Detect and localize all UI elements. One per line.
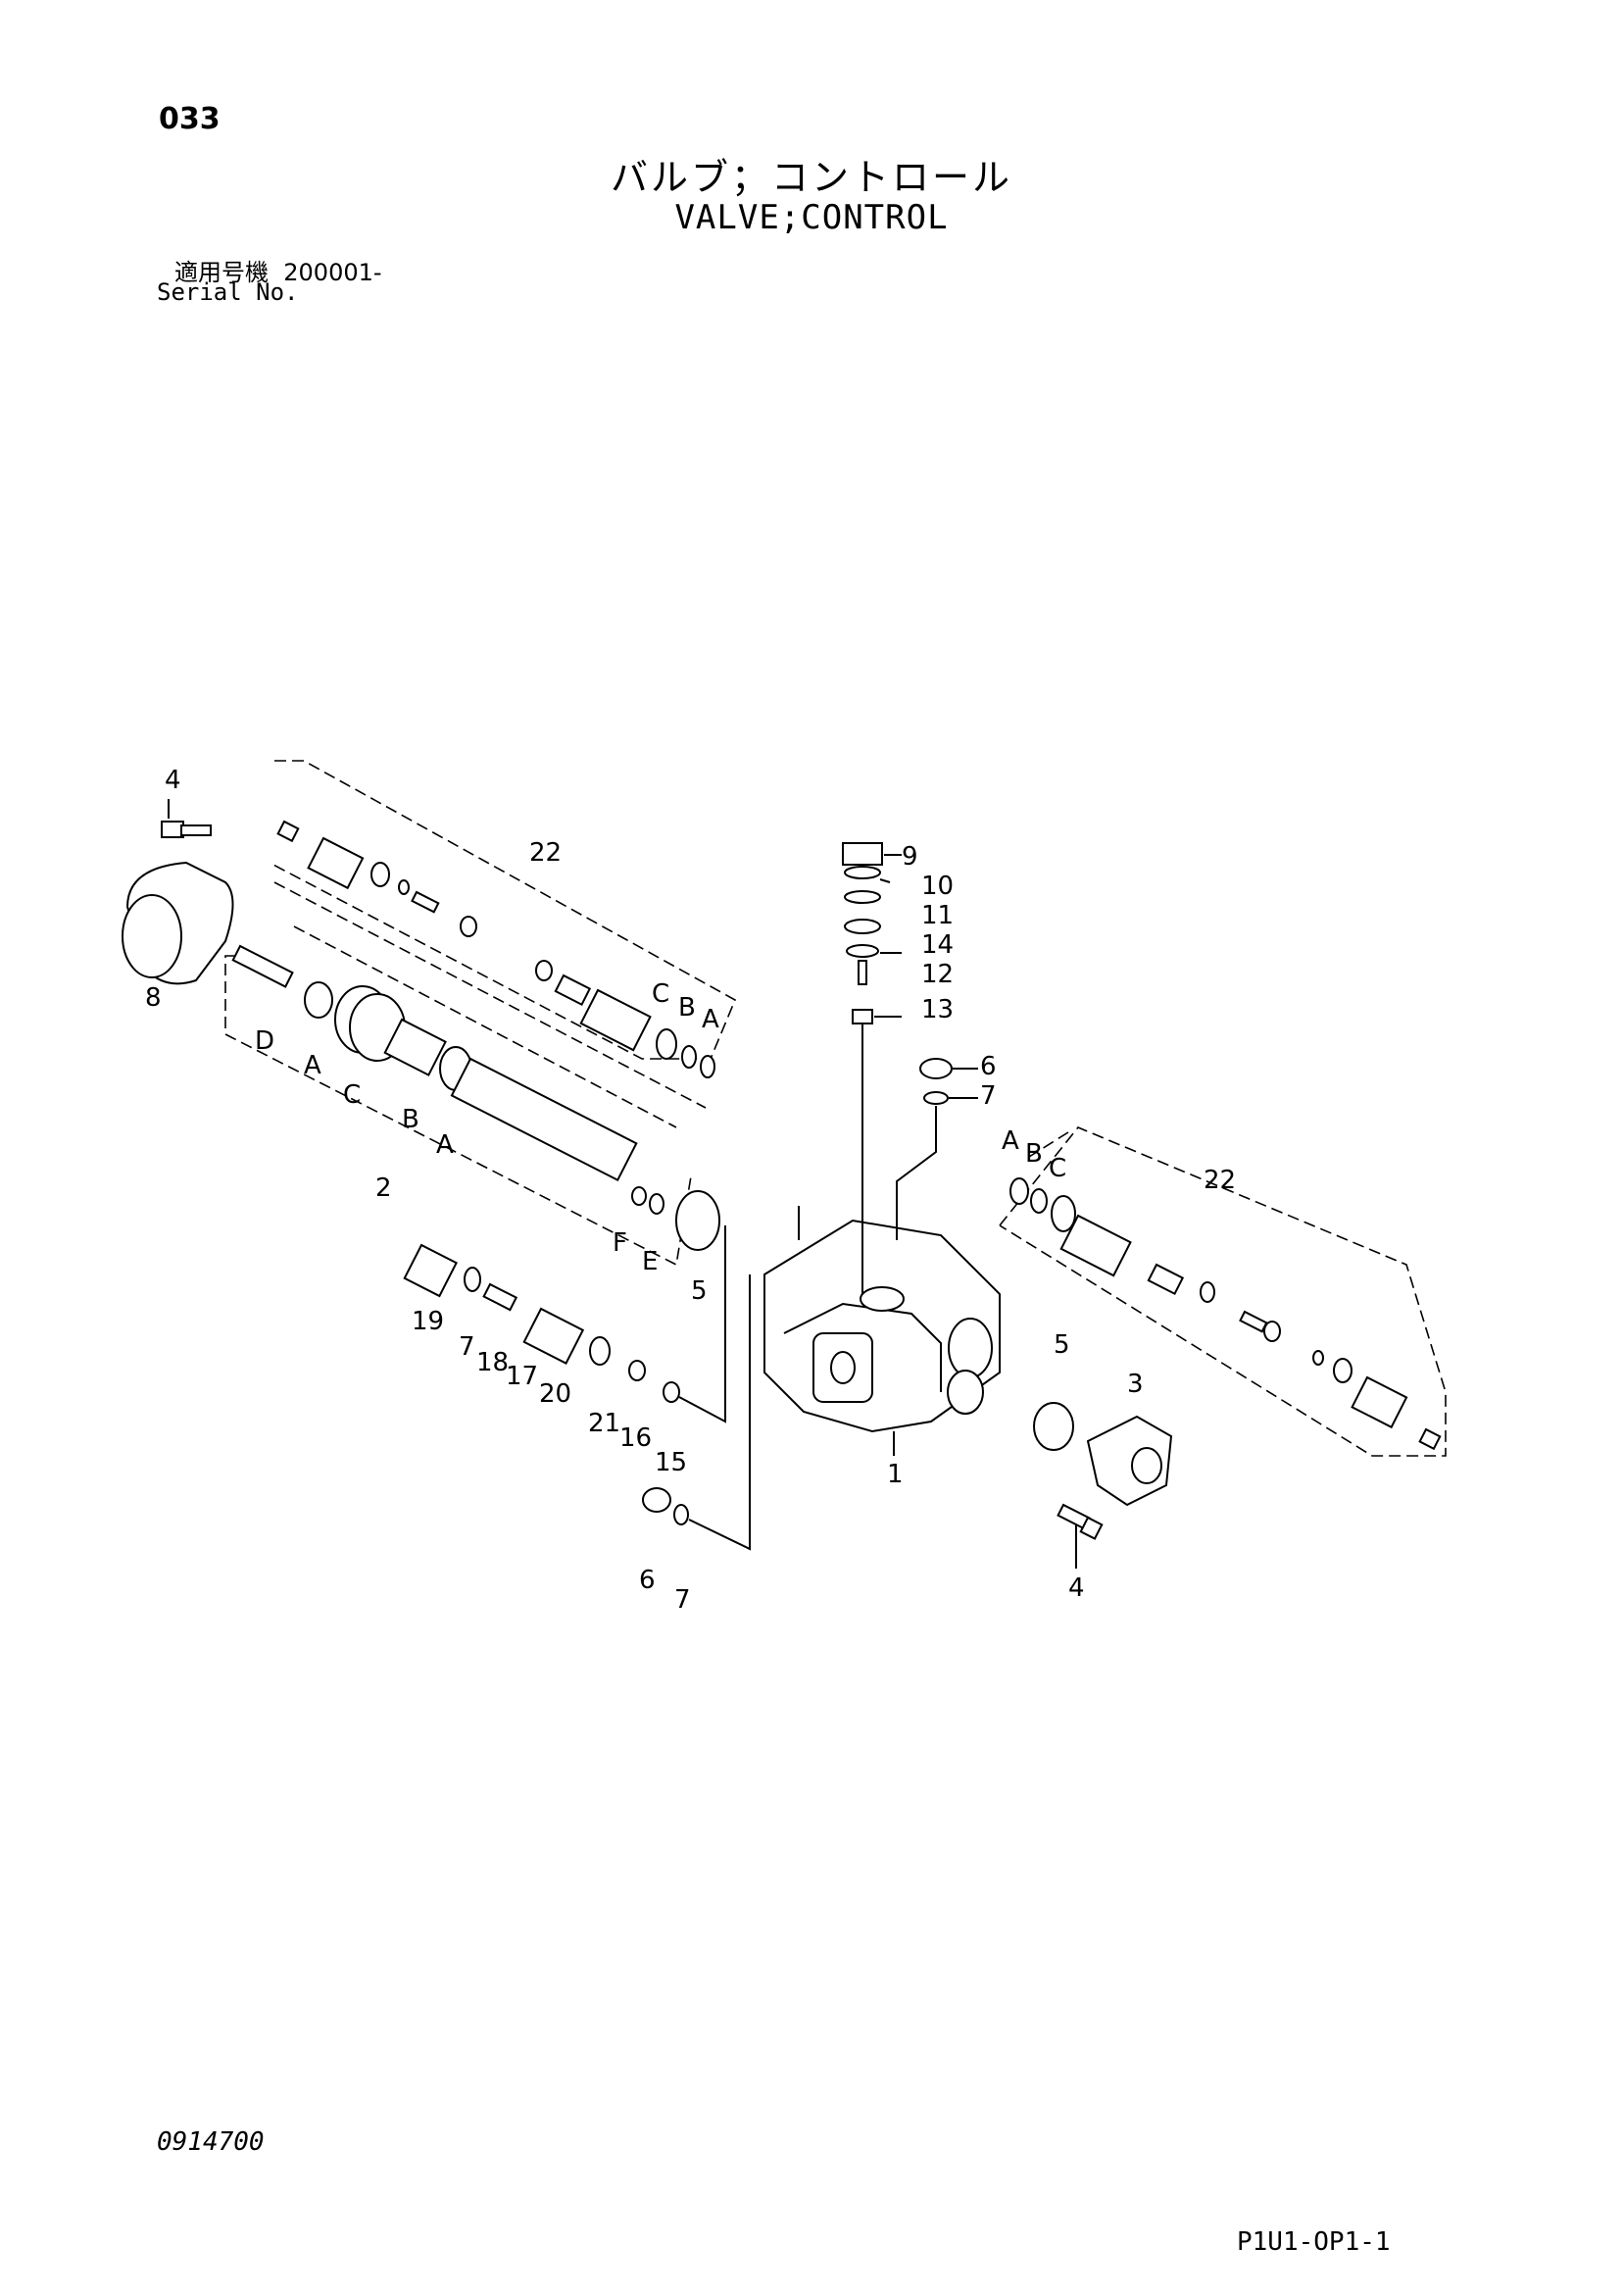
serial-label-english: Serial No.	[157, 278, 299, 306]
part-22-relief-valve-right	[1009, 1177, 1442, 1451]
title-japanese: バルブ；コントロール	[610, 156, 1012, 199]
callout-2: 2	[375, 1173, 392, 1203]
part-9-13-plug-stack	[842, 842, 883, 1294]
callout-7-mid: 7	[459, 1332, 475, 1362]
callout-B-3: B	[1025, 1139, 1043, 1169]
callout-C-2: C	[652, 979, 669, 1009]
callout-22-left: 22	[529, 838, 562, 868]
callout-7-upper: 7	[980, 1081, 997, 1111]
serial-row: 適用号機 200001-	[174, 253, 382, 287]
callout-9: 9	[902, 842, 918, 872]
title-english: VALVE;CONTROL	[674, 198, 949, 237]
callout-21: 21	[588, 1409, 620, 1438]
callout-7-lower: 7	[674, 1585, 691, 1615]
group-22-right-tick	[1028, 1131, 1069, 1158]
callout-19: 19	[412, 1307, 444, 1336]
part-1-valve-body	[763, 1206, 1001, 1433]
group-2-inner-line	[293, 925, 677, 1128]
callout-C-1: C	[343, 1080, 361, 1110]
callout-B-2: B	[678, 993, 696, 1023]
callout-12: 12	[921, 960, 954, 989]
callout-14: 14	[921, 930, 954, 960]
callout-18: 18	[476, 1348, 509, 1377]
document-code: 0914700	[157, 2127, 265, 2157]
group-22-inner-line	[273, 881, 707, 1109]
callout-8: 8	[145, 983, 162, 1013]
callout-C-3: C	[1049, 1154, 1066, 1183]
group-22-outline-left	[269, 760, 737, 1060]
callout-A-2: A	[436, 1130, 454, 1160]
part-2-spool-assembly	[231, 944, 664, 1215]
page-code: P1U1-OP1-1	[1237, 2227, 1391, 2257]
callout-15: 15	[655, 1448, 687, 1477]
group-22-outline-right	[999, 1126, 1447, 1457]
callout-B-1: B	[402, 1105, 419, 1134]
page-number: 033	[159, 102, 221, 136]
serial-value: 200001-	[283, 259, 382, 286]
callout-4-upper: 4	[165, 766, 181, 795]
callout-10: 10	[921, 872, 954, 901]
callout-1: 1	[887, 1460, 904, 1489]
serial-label-japanese: 適用号機	[174, 259, 269, 286]
callout-6-upper: 6	[980, 1052, 997, 1081]
part-5-o-ring-right	[1033, 1402, 1074, 1451]
callout-A-3: A	[702, 1005, 719, 1034]
callout-13: 13	[921, 995, 954, 1024]
part-3-flange	[1086, 1415, 1173, 1507]
callout-22-right: 22	[1204, 1166, 1236, 1195]
callout-20: 20	[539, 1379, 571, 1409]
part-22-relief-valve-left	[276, 820, 715, 1078]
callout-A-1: A	[304, 1051, 321, 1080]
callout-5-left: 5	[691, 1276, 708, 1306]
callout-16: 16	[619, 1423, 652, 1453]
leader-10	[879, 878, 891, 883]
leader-6-7-upper-path	[896, 1106, 937, 1240]
part-5-o-ring-left	[675, 1190, 720, 1251]
callout-5-right: 5	[1054, 1330, 1070, 1360]
part-19-21-check-valve-group	[403, 1243, 680, 1403]
callout-A-4: A	[1002, 1126, 1019, 1156]
callout-4-lower: 4	[1068, 1573, 1085, 1603]
leader-6-7-lower-path	[688, 1274, 751, 1551]
callout-6-lower: 6	[639, 1566, 656, 1595]
part-4-bolt-upper	[161, 821, 212, 838]
part-7-o-ring-lower	[673, 1504, 689, 1525]
callout-D: D	[255, 1026, 274, 1056]
callout-17: 17	[506, 1362, 538, 1391]
part-8-housing	[122, 861, 234, 985]
part-7-o-ring-upper	[923, 1091, 949, 1105]
part-4-bolt-lower	[1057, 1503, 1104, 1540]
part-6-plug-upper	[919, 1058, 953, 1079]
callout-3: 3	[1127, 1370, 1144, 1399]
callout-E: E	[642, 1247, 658, 1276]
leader-15-path	[678, 1225, 726, 1423]
part-6-plug-lower	[642, 1487, 671, 1513]
callout-11: 11	[921, 901, 954, 930]
callout-F: F	[613, 1228, 627, 1258]
